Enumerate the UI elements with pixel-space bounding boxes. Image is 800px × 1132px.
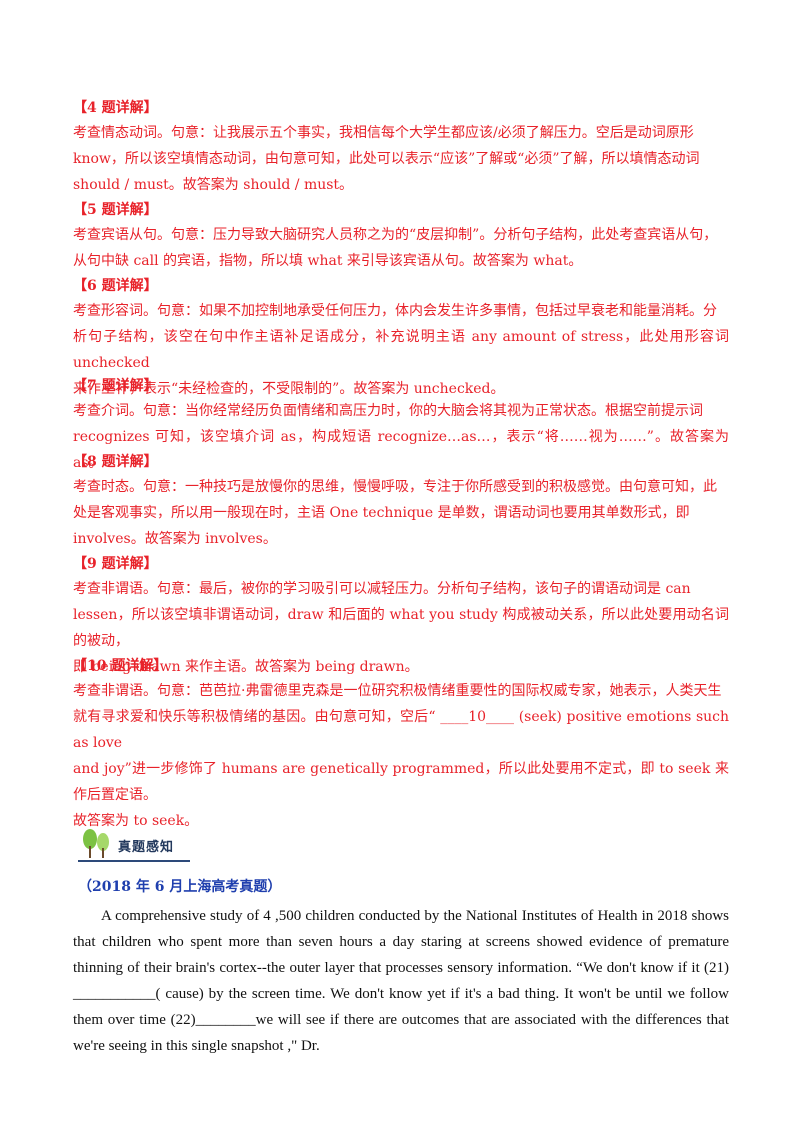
section-body: 考查宾语从句。句意：压力导致大脑研究人员称之为的“皮层抑制”。分析句子结构，此处… — [73, 222, 729, 274]
text-line: 考查非谓语。句意：芭芭拉·弗雷德里克森是一位研究积极情绪重要性的国际权威专家，她… — [73, 683, 722, 699]
text-line: 考查形容词。句意：如果不加控制地承受任何压力，体内会发生许多事情，包括过早衰老和… — [73, 303, 717, 319]
text-line: 考查非谓语。句意：最后，被你的学习吸引可以减轻压力。分析句子结构，该句子的谓语动… — [73, 581, 691, 597]
banner-label: 真题感知 — [118, 840, 175, 855]
section-body: 考查介词。句意：当你经常经历负面情绪和高压力时，你的大脑会将其视为正常状态。根据… — [73, 398, 729, 476]
text-line: 故答案为 to seek。 — [73, 813, 199, 829]
text-line: 从句中缺 call 的宾语，指物，所以填 what 来引导该宾语从句。故答案为 … — [73, 253, 583, 269]
section-10: 【10 题详解】 考查非谓语。句意：芭芭拉·弗雷德里克森是一位研究积极情绪重要性… — [73, 654, 729, 834]
section-8: 【8 题详解】 考查时态。句意：一种技巧是放慢你的思维，慢慢呼吸，专注于你所感受… — [73, 450, 729, 552]
text-line: 来作主补，表示“未经检查的，不受限制的”。故答案为 unchecked。 — [73, 381, 505, 397]
text-line: 处是客观事实，所以用一般现在时，主语 One technique 是单数，谓语动… — [73, 505, 690, 521]
section-7: 【7 题详解】 考查介词。句意：当你经常经历负面情绪和高压力时，你的大脑会将其视… — [73, 374, 729, 476]
section-body: 考查时态。句意：一种技巧是放慢你的思维，慢慢呼吸，专注于你所感受到的积极感觉。由… — [73, 474, 729, 552]
section-5: 【5 题详解】 考查宾语从句。句意：压力导致大脑研究人员称之为的“皮层抑制”。分… — [73, 198, 729, 274]
section-6: 【6 题详解】 考查形容词。句意：如果不加控制地承受任何压力，体内会发生许多事情… — [73, 274, 729, 402]
text-line: should / must。故答案为 should / must。 — [73, 177, 354, 193]
section-banner: 真题感知 — [78, 828, 190, 862]
section-title: 【10 题详解】 — [73, 658, 168, 674]
section-body: 考查非谓语。句意：最后，被你的学习吸引可以减轻压力。分析句子结构，该句子的谓语动… — [73, 576, 729, 680]
section-9: 【9 题详解】 考查非谓语。句意：最后，被你的学习吸引可以减轻压力。分析句子结构… — [73, 552, 729, 680]
text-line: 考查时态。句意：一种技巧是放慢你的思维，慢慢呼吸，专注于你所感受到的积极感觉。由… — [73, 479, 717, 495]
text-line: 就有寻求爱和快乐等积极情绪的基因。由句意可知，空后“ ____10____ (s… — [73, 709, 729, 751]
text-line: 考查情态动词。句意：让我展示五个事实，我相信每个大学生都应该/必须了解压力。空后… — [73, 125, 694, 141]
text-line: involves。故答案为 involves。 — [73, 531, 277, 547]
section-title: 【8 题详解】 — [73, 454, 158, 470]
section-body: 考查非谓语。句意：芭芭拉·弗雷德里克森是一位研究积极情绪重要性的国际权威专家，她… — [73, 678, 729, 834]
text-line: and joy”进一步修饰了 humans are genetically pr… — [73, 761, 729, 803]
source-title: （2018 年 6 月上海高考真题） — [78, 879, 282, 895]
section-title: 【4 题详解】 — [73, 100, 158, 116]
section-4: 【4 题详解】 考查情态动词。句意：让我展示五个事实，我相信每个大学生都应该/必… — [73, 96, 729, 198]
text-line: lessen，所以该空填非谓语动词，draw 和后面的 what you stu… — [73, 607, 729, 649]
section-title: 【9 题详解】 — [73, 556, 158, 572]
section-body: 考查形容词。句意：如果不加控制地承受任何压力，体内会发生许多事情，包括过早衰老和… — [73, 298, 729, 402]
section-title: 【5 题详解】 — [73, 202, 158, 218]
text-line: 即 being drawn 来作主语。故答案为 being drawn。 — [73, 659, 419, 675]
text-line: recognizes 可知，该空填介词 as，构成短语 recognize…as… — [73, 429, 729, 471]
tree-icon — [83, 829, 109, 858]
section-body: 考查情态动词。句意：让我展示五个事实，我相信每个大学生都应该/必须了解压力。空后… — [73, 120, 729, 198]
text-line: 析句子结构，该空在句中作主语补足语成分，补充说明主语 any amount of… — [73, 329, 729, 371]
section-title: 【6 题详解】 — [73, 278, 158, 294]
section-title: 【7 题详解】 — [73, 378, 158, 394]
text-line: 考查介词。句意：当你经常经历负面情绪和高压力时，你的大脑会将其视为正常状态。根据… — [73, 403, 703, 419]
reading-passage: A comprehensive study of 4 ,500 children… — [73, 908, 729, 1054]
text-line: know，所以该空填情态动词，由句意可知，此处可以表示“应该”了解或“必须”了解… — [73, 151, 700, 167]
text-line: 考查宾语从句。句意：压力导致大脑研究人员称之为的“皮层抑制”。分析句子结构，此处… — [73, 227, 718, 243]
